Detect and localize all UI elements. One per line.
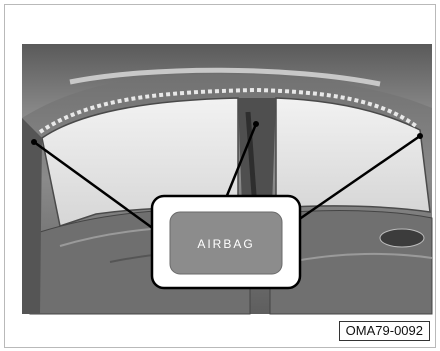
- door-handle: [380, 229, 424, 247]
- c-pillar: [22, 118, 42, 314]
- figure-id-label: OMA79-0092: [339, 321, 430, 341]
- airbag-label: AIRBAG: [174, 237, 278, 251]
